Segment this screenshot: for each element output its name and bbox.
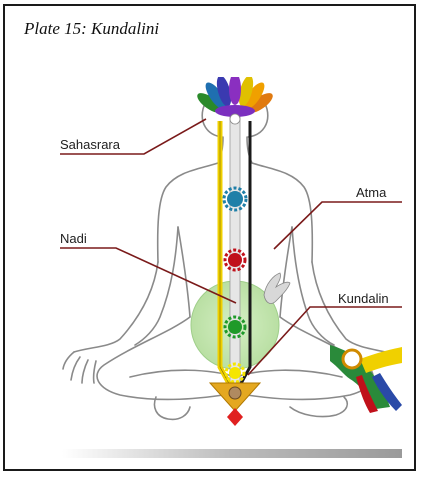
plate-caption: Plate 15: Kundalini [24,19,159,39]
crown-lotus-icon [194,77,275,124]
root-chakra-icon [227,408,243,426]
label-kundalini: Kundalin [338,291,389,306]
diagram-canvas: Sahasrara Atma Nadi Kundalin [60,77,402,460]
kundalini-diagram: Sahasrara Atma Nadi Kundalin [60,77,402,460]
label-nadi: Nadi [60,231,87,246]
atma-hand-icon [264,273,290,303]
figure-shadow [62,449,402,458]
label-atma: Atma [356,185,387,200]
heart-upper-chakra-icon [225,250,245,270]
label-sahasrara: Sahasrara [60,137,121,152]
mudra-hand-icon [330,345,402,413]
throat-chakra-icon [224,188,246,210]
root-triangle-icon [210,383,260,411]
